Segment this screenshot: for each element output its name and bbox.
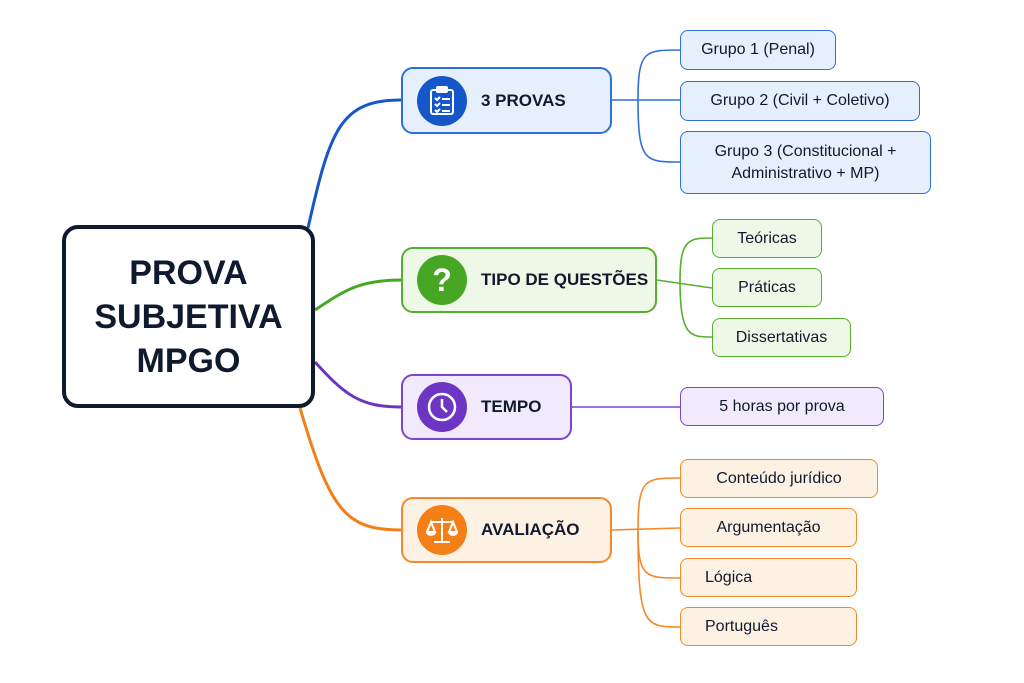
clipboard-checklist-icon (417, 75, 467, 126)
central-line: PROVA (129, 253, 248, 292)
leaf-praticas[interactable]: Práticas (712, 268, 822, 307)
branch-avaliacao[interactable]: AVALIAÇÃO (401, 497, 612, 563)
connector-tempo (313, 360, 402, 409)
central-line: SUBJETIVA (94, 297, 283, 336)
connector-avaliacao (298, 407, 402, 532)
branch-tipo-de-questoes[interactable]: ? TIPO DE QUESTÕES (401, 247, 657, 313)
leaf-grupo-1[interactable]: Grupo 1 (Penal) (680, 30, 836, 70)
branch-label: AVALIAÇÃO (481, 520, 580, 539)
leaf-conteudo-juridico[interactable]: Conteúdo jurídico (680, 459, 878, 498)
clock-icon (417, 382, 467, 432)
leaf-logica[interactable]: Lógica (680, 558, 857, 597)
central-line: MPGO (136, 341, 241, 380)
leaf-portugues[interactable]: Português (680, 607, 857, 646)
leaf-connectors-avaliacao (611, 477, 681, 628)
branch-tempo[interactable]: TEMPO (401, 374, 572, 440)
leaf-grupo-3[interactable]: Grupo 3 (Constitucional + Administrativo… (680, 131, 931, 194)
connector-3-provas (306, 98, 402, 229)
central-topic: PROVA SUBJETIVA MPGO (62, 225, 315, 408)
leaf-connectors-tipo (656, 237, 713, 338)
leaf-connectors-provas (612, 49, 681, 163)
leaf-teoricas[interactable]: Teóricas (712, 219, 822, 258)
connector-tipo (314, 278, 402, 312)
leaf-grupo-2[interactable]: Grupo 2 (Civil + Coletivo) (680, 81, 920, 121)
leaf-argumentacao[interactable]: Argumentação (680, 508, 857, 547)
branch-label: TEMPO (481, 397, 542, 416)
branch-3-provas[interactable]: 3 PROVAS (401, 67, 612, 134)
question-mark-icon: ? (417, 255, 467, 305)
scales-of-justice-icon (417, 505, 467, 555)
leaf-5-horas[interactable]: 5 horas por prova (680, 387, 884, 426)
leaf-dissertativas[interactable]: Dissertativas (712, 318, 851, 357)
branch-label: TIPO DE QUESTÕES (481, 270, 649, 289)
branch-label: 3 PROVAS (481, 90, 566, 110)
